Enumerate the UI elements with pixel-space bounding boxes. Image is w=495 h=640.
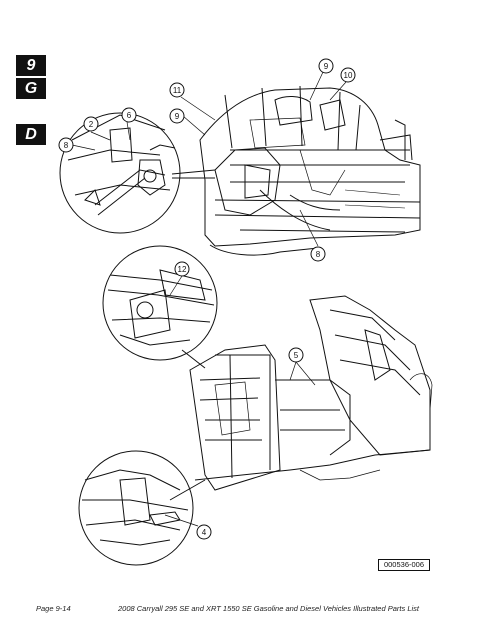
detail-circle-lower [78, 450, 206, 566]
detail-circle-upper [59, 112, 216, 234]
callout-5: 5 [294, 351, 299, 360]
detail-circle-middle [102, 245, 218, 369]
callout-10: 10 [344, 71, 353, 80]
callout-11: 11 [173, 86, 182, 95]
figure-id: 000536-006 [378, 559, 430, 571]
callout-circles [58, 58, 356, 540]
callout-2: 2 [89, 120, 94, 129]
document-title: 2008 Carryall 295 SE and XRT 1550 SE Gas… [118, 604, 419, 613]
page-number: Page 9-14 [36, 604, 71, 613]
callout-9-second: 9 [175, 112, 180, 121]
callout-4: 4 [202, 528, 207, 537]
lower-frame-drawing [189, 295, 433, 491]
callout-12: 12 [178, 265, 187, 274]
section-tab-g: G [16, 78, 46, 99]
callout-9: 9 [324, 62, 329, 71]
section-tab-d: D [16, 124, 46, 145]
callout-leaders [71, 71, 347, 527]
section-tab-9: 9 [16, 55, 46, 76]
callout-8-upper: 8 [64, 141, 69, 150]
callout-8-frame: 8 [316, 250, 321, 259]
upper-frame-drawing [199, 85, 421, 256]
callout-6: 6 [127, 111, 132, 120]
